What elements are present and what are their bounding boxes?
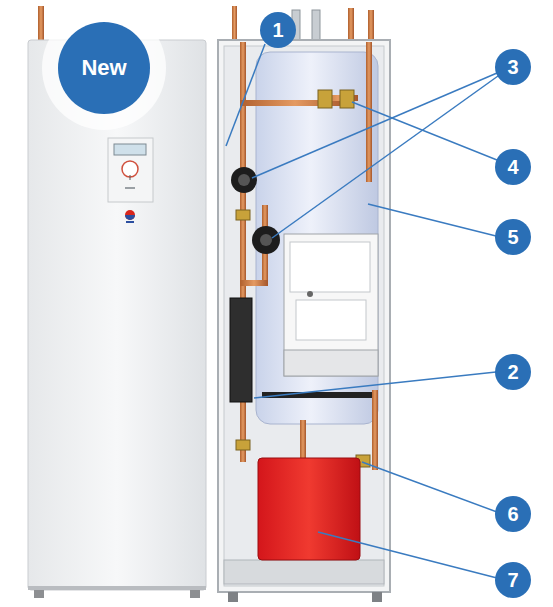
cabinet-front xyxy=(28,6,206,598)
valve-group-part xyxy=(340,90,354,108)
cabinet-front-part xyxy=(28,586,206,590)
brand-logo xyxy=(125,210,135,223)
leader-lines-part xyxy=(318,532,497,578)
valve-group-part xyxy=(318,90,332,108)
electrical-box-part xyxy=(284,234,378,376)
circulation-pumps xyxy=(231,167,280,254)
electrical-box-part xyxy=(296,300,366,340)
cutaway-frame-part xyxy=(368,10,374,42)
callout-number: 5 xyxy=(495,219,531,255)
brand-logo-part xyxy=(125,215,135,220)
electrical-box-part xyxy=(307,291,313,297)
copper-pipes-part xyxy=(372,390,378,470)
cutaway-frame-part xyxy=(312,10,320,40)
cabinet-front-part xyxy=(190,590,200,598)
circulation-pumps-part xyxy=(252,226,280,254)
callout-number: 7 xyxy=(495,562,531,598)
callout-number: 4 xyxy=(495,149,531,185)
control-panel-part xyxy=(130,175,131,180)
node-text: 1 xyxy=(272,20,283,40)
circulation-pumps-part xyxy=(260,234,272,246)
node-text: 5 xyxy=(507,227,518,247)
cutaway-frame-part xyxy=(348,8,354,42)
valve-group xyxy=(236,90,370,467)
node-text: 7 xyxy=(507,570,518,590)
leader-lines xyxy=(226,44,498,578)
leader-lines-part xyxy=(352,102,497,160)
badge-circle: New xyxy=(58,22,150,114)
immersion-heater-part xyxy=(230,298,252,402)
leader-lines-part xyxy=(362,462,497,512)
cutaway-frame-part xyxy=(232,6,237,42)
cutaway-frame-part xyxy=(218,40,390,592)
expansion-vessel xyxy=(258,458,360,560)
electrical-box-part xyxy=(290,242,370,292)
leader-lines-part xyxy=(252,73,497,178)
badge-halo-part xyxy=(42,6,166,130)
immersion-heater xyxy=(230,298,252,402)
electrical-box-part xyxy=(284,350,378,376)
cabinet-front-part xyxy=(34,590,44,598)
control-panel-part xyxy=(114,144,146,155)
expansion-vessel-part xyxy=(258,458,360,560)
brand-logo-part xyxy=(126,221,134,223)
control-panel-part xyxy=(122,161,138,177)
control-panel xyxy=(108,138,153,202)
valve-group-part xyxy=(236,210,250,220)
copper-pipes-part xyxy=(366,42,372,182)
callout-number: 1 xyxy=(260,12,296,48)
copper-pipes-part xyxy=(240,280,268,286)
node-text: New xyxy=(81,57,126,79)
copper-pipes-part xyxy=(300,420,306,460)
leader-lines-part xyxy=(226,44,265,146)
control-panel-part xyxy=(108,138,153,202)
cutaway-frame-part xyxy=(224,560,384,584)
node-text: 2 xyxy=(507,362,518,382)
circulation-pumps-part xyxy=(231,167,257,193)
callout-number: 2 xyxy=(495,354,531,390)
node-text: 4 xyxy=(507,157,518,177)
badge-halo xyxy=(42,6,166,130)
cutaway-frame-part xyxy=(372,592,382,602)
leader-lines-part xyxy=(272,76,498,238)
leader-lines-part xyxy=(368,204,496,236)
cutaway-frame xyxy=(218,6,390,602)
copper-pipes xyxy=(240,42,378,470)
leader-lines-part xyxy=(254,372,496,398)
control-panel-part xyxy=(125,187,135,189)
circulation-pumps-part xyxy=(238,174,250,186)
callout-number: 6 xyxy=(495,496,531,532)
node-text: 6 xyxy=(507,504,518,524)
cutaway-frame-part xyxy=(224,46,384,586)
callout-number: 3 xyxy=(495,49,531,85)
electrical-box xyxy=(284,234,378,376)
brand-logo-part xyxy=(125,210,135,220)
node-text: 3 xyxy=(507,57,518,77)
cutaway-frame-part xyxy=(228,592,238,602)
valve-group-part xyxy=(236,440,250,450)
